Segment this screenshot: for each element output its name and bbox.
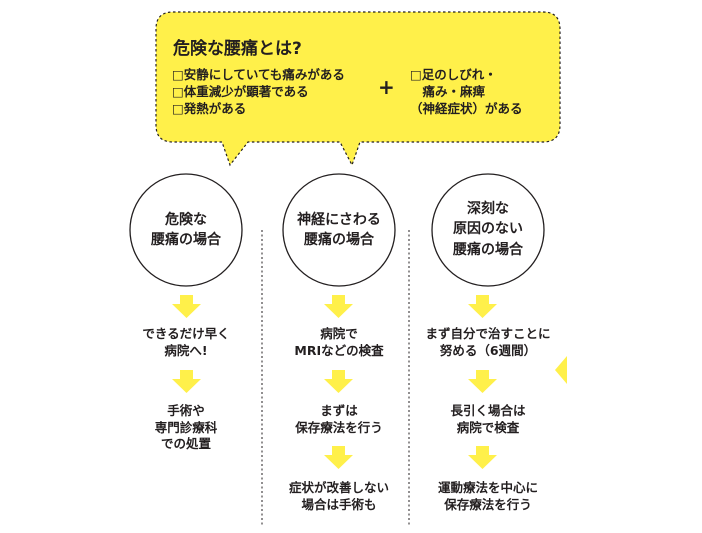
bubble-left-item: □発熱がある <box>172 101 247 116</box>
bubble-right-item: □足のしびれ・ <box>410 67 497 82</box>
down-arrow-icon <box>324 295 353 318</box>
circle-label-nerve: 神経にさわる 腰痛の場合 <box>297 212 381 249</box>
step-text: まず自分で治すことに 努める（6週間） <box>425 326 551 358</box>
circle-label-dangerous: 危険な 腰痛の場合 <box>151 212 221 249</box>
bubble-left-item: □安静にしていても痛みがある <box>172 67 345 82</box>
step-text: 運動療法を中心に 保存療法を行う <box>437 480 538 512</box>
step-text: 長引く場合は 病院で検査 <box>450 403 526 435</box>
step-text: できるだけ早く 病院へ! <box>142 326 230 358</box>
bubble-title: 危険な腰痛とは? <box>173 39 302 59</box>
down-arrow-icon <box>468 370 497 393</box>
down-arrow-icon <box>172 295 201 318</box>
speech-bubble <box>155 11 561 167</box>
bubble-right-item: 痛み・麻痺 <box>410 84 486 99</box>
step-text: 症状が改善しない 場合は手術も <box>288 480 389 512</box>
step-text: 手術や 専門診療科 での処置 <box>154 403 218 451</box>
circle-nocause <box>431 173 545 287</box>
step-text: まずは 保存療法を行う <box>295 403 383 435</box>
step-text: 病院で MRIなどの検査 <box>294 326 384 358</box>
left-arrow-icon <box>555 356 567 384</box>
circle-nerve <box>282 173 396 287</box>
down-arrow-icon <box>468 295 497 318</box>
bubble-right-item: （神経症状）がある <box>410 101 523 116</box>
circle-dangerous <box>129 173 243 287</box>
bubble-left-item: □体重減少が顕著である <box>172 84 309 99</box>
down-arrow-icon <box>172 370 201 393</box>
down-arrow-icon <box>324 370 353 393</box>
plus-sign: + <box>378 75 395 99</box>
circle-label-nocause: 深刻な 原因のない 腰痛の場合 <box>453 201 523 258</box>
down-arrow-icon <box>468 446 497 469</box>
down-arrow-icon <box>324 446 353 469</box>
